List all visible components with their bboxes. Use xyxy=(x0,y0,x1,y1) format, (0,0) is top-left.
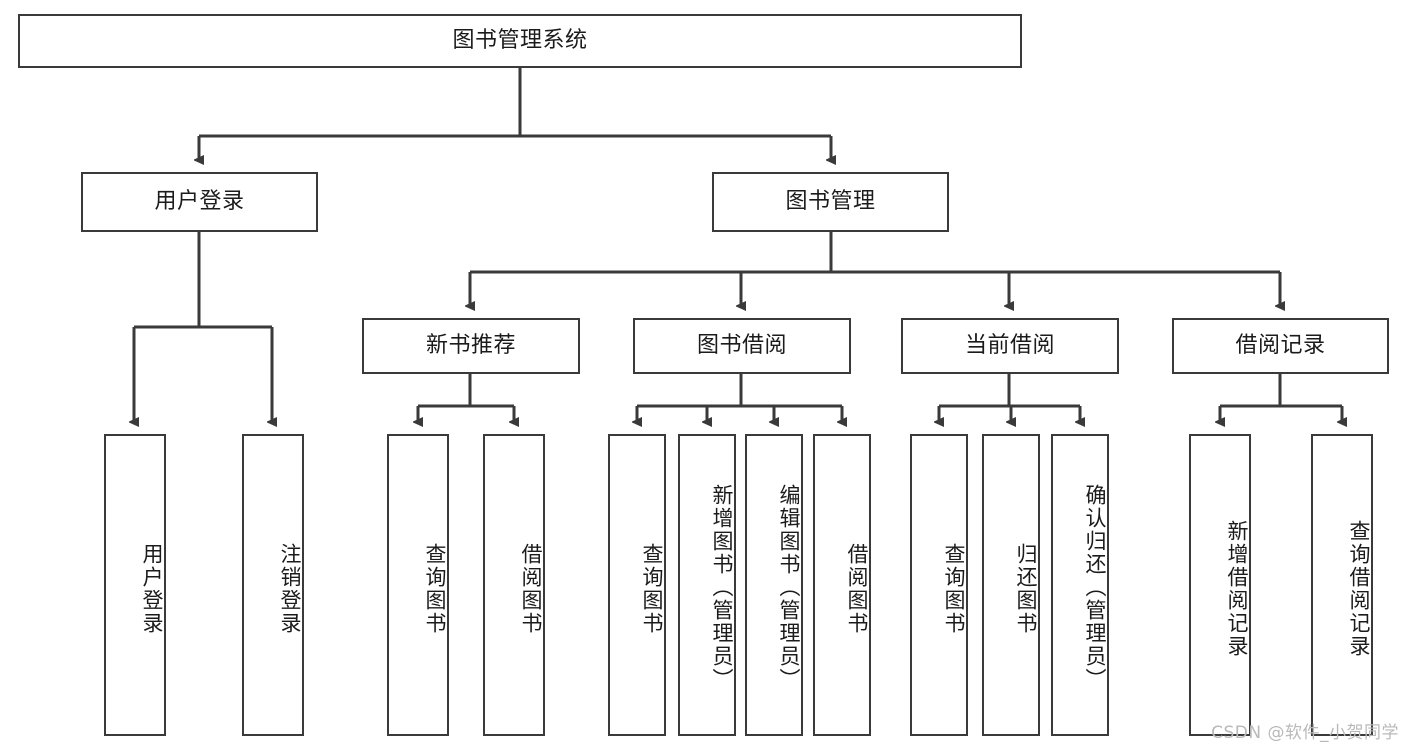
leaf-confirm-return-admin-label: 确认归还（管理员） xyxy=(1083,483,1107,691)
leaf-borrow-book-label: 借阅图书 xyxy=(845,543,869,635)
node-user-login-label: 用户登录 xyxy=(154,189,245,215)
node-current-borrow[interactable]: 当前借阅 xyxy=(901,318,1119,374)
leaf-query-book-current-label: 查询图书 xyxy=(942,543,966,635)
leaf-query-book-recommend[interactable]: 查询图书 xyxy=(387,434,449,736)
node-book-borrow[interactable]: 图书借阅 xyxy=(633,318,851,374)
node-root[interactable]: 图书管理系统 xyxy=(18,14,1022,68)
node-new-book-recommend-label: 新书推荐 xyxy=(425,333,516,359)
node-borrow-record-label: 借阅记录 xyxy=(1235,333,1326,359)
leaf-add-book-admin[interactable]: 新增图书（管理员） xyxy=(678,434,736,736)
leaf-logout-label: 注销登录 xyxy=(278,543,302,635)
leaf-query-book-current[interactable]: 查询图书 xyxy=(910,434,968,736)
node-new-book-recommend[interactable]: 新书推荐 xyxy=(362,318,580,374)
leaf-return-book-label: 归还图书 xyxy=(1014,543,1038,635)
leaf-add-borrow-record-label: 新增借阅记录 xyxy=(1225,520,1249,658)
leaf-edit-book-admin[interactable]: 编辑图书（管理员） xyxy=(745,434,803,736)
leaf-borrow-book[interactable]: 借阅图书 xyxy=(813,434,871,736)
leaf-add-book-admin-label: 新增图书（管理员） xyxy=(710,483,734,691)
leaf-borrow-book-recommend-label: 借阅图书 xyxy=(519,543,543,635)
node-root-label: 图书管理系统 xyxy=(452,28,588,54)
leaf-query-borrow-record[interactable]: 查询借阅记录 xyxy=(1311,434,1373,736)
node-book-borrow-label: 图书借阅 xyxy=(696,333,787,359)
node-book-management-label: 图书管理 xyxy=(785,189,876,215)
leaf-add-borrow-record[interactable]: 新增借阅记录 xyxy=(1189,434,1251,736)
leaf-logout[interactable]: 注销登录 xyxy=(242,434,304,736)
leaf-user-login-label: 用户登录 xyxy=(140,543,164,635)
leaf-borrow-book-recommend[interactable]: 借阅图书 xyxy=(483,434,545,736)
node-borrow-record[interactable]: 借阅记录 xyxy=(1172,318,1389,374)
leaf-confirm-return-admin[interactable]: 确认归还（管理员） xyxy=(1051,434,1109,736)
node-current-borrow-label: 当前借阅 xyxy=(964,333,1055,359)
leaf-query-book-borrow[interactable]: 查询图书 xyxy=(608,434,666,736)
leaf-user-login[interactable]: 用户登录 xyxy=(104,434,166,736)
node-book-management[interactable]: 图书管理 xyxy=(712,172,949,232)
leaf-query-book-recommend-label: 查询图书 xyxy=(423,543,447,635)
leaf-edit-book-admin-label: 编辑图书（管理员） xyxy=(777,483,801,691)
leaf-query-borrow-record-label: 查询借阅记录 xyxy=(1347,520,1371,658)
node-user-login[interactable]: 用户登录 xyxy=(81,172,318,232)
watermark: CSDN @软件_小贺同学 xyxy=(1211,723,1399,743)
leaf-query-book-borrow-label: 查询图书 xyxy=(640,543,664,635)
leaf-return-book[interactable]: 归还图书 xyxy=(982,434,1040,736)
